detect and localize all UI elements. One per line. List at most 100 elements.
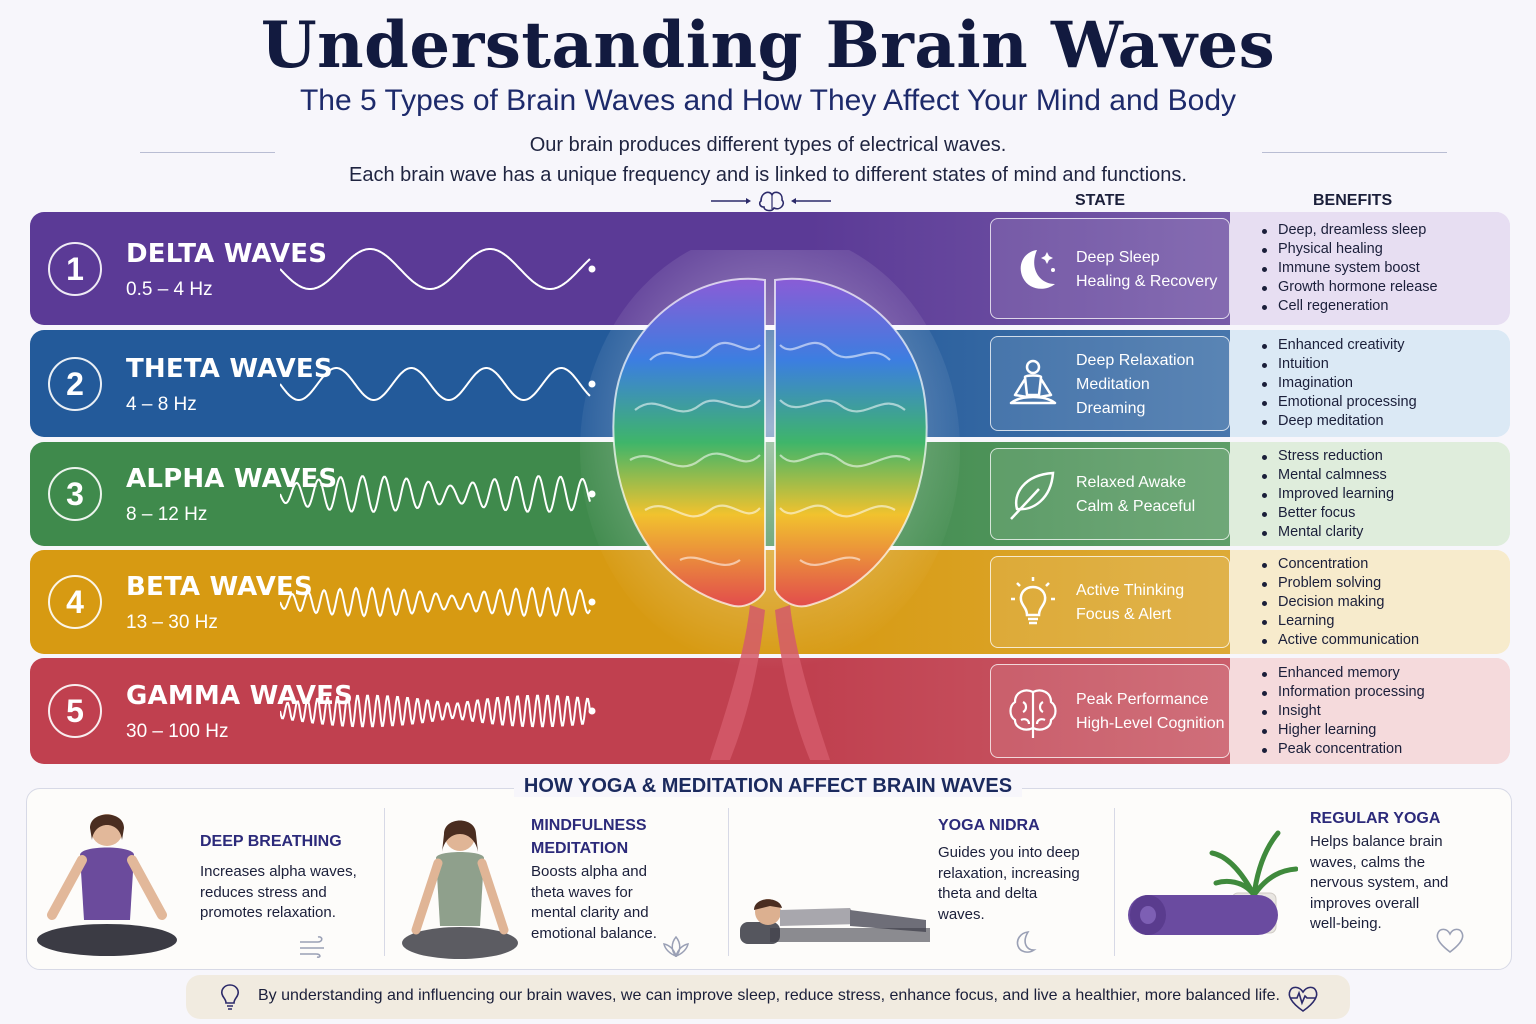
- wave-endpoint-dot: [588, 598, 596, 606]
- wave-frequency: 4 – 8 Hz: [126, 393, 197, 415]
- benefit-item: Deep meditation: [1260, 412, 1510, 431]
- mindfulness-title: MINDFULNESS MEDITATION: [531, 817, 647, 857]
- lotus-icon: [663, 935, 689, 958]
- state-line: Active Thinking: [1076, 582, 1185, 599]
- wave-frequency: 8 – 12 Hz: [126, 504, 208, 525]
- yoga-divider-1: [384, 808, 385, 956]
- benefit-item: Cell regeneration: [1260, 297, 1510, 316]
- benefit-item: Decision making: [1260, 593, 1510, 612]
- footer-banner: By understanding and influencing our bra…: [186, 975, 1350, 1019]
- divider-left: [140, 152, 275, 153]
- benefits-column-header: BENEFITS: [1313, 192, 1393, 209]
- state-line: Deep Relaxation: [1076, 351, 1195, 369]
- moon-icon: [1020, 249, 1055, 289]
- wave-name: BETA WAVES: [126, 572, 313, 602]
- benefit-item: Emotional processing: [1260, 393, 1510, 412]
- wave-path: [280, 694, 591, 728]
- wave-number-badge: 4: [48, 575, 102, 629]
- wave-path: [280, 247, 591, 290]
- regular-yoga-text: Helps balance brain waves, calms the ner…: [1310, 833, 1449, 932]
- state-line: Peak Performance: [1076, 691, 1209, 708]
- wave-line-graphic: [280, 475, 596, 513]
- wave-path: [280, 586, 591, 618]
- wave-name: THETA WAVES: [126, 353, 333, 384]
- wave-name: ALPHA WAVES: [126, 464, 338, 494]
- wave-band-panel: [30, 658, 1230, 764]
- wave-path: [280, 366, 591, 401]
- wave-frequency: 30 – 100 Hz: [126, 721, 229, 742]
- benefit-item: Learning: [1260, 612, 1510, 631]
- benefit-item: Deep, dreamless sleep: [1260, 221, 1510, 240]
- yoga-nidra-text: Guides you into deep relaxation, increas…: [938, 844, 1080, 923]
- state-line: Healing & Recovery: [1076, 272, 1218, 290]
- yoga-nidra-figure-icon: [740, 899, 930, 944]
- brain-ornament-icon: [711, 191, 831, 212]
- wave-number-badge: 5: [48, 684, 102, 738]
- page-title: Understanding Brain Waves: [260, 8, 1276, 83]
- state-line: Meditation: [1076, 375, 1150, 393]
- benefit-item: Active communication: [1260, 631, 1510, 650]
- benefit-item: Mental calmness: [1260, 466, 1510, 485]
- yoga-divider-2: [728, 808, 729, 956]
- benefit-item: Imagination: [1260, 374, 1510, 393]
- deep-breathing-text: Increases alpha waves, reduces stress an…: [200, 863, 357, 921]
- heartbeat-icon: [1288, 986, 1318, 1012]
- footer-text: By understanding and influencing our bra…: [258, 987, 1280, 1004]
- mindfulness-text: Boosts alpha and theta waves for mental …: [531, 863, 657, 942]
- state-line: Calm & Peaceful: [1076, 498, 1196, 515]
- wave-line-graphic: [280, 366, 596, 401]
- state-line: Dreaming: [1076, 399, 1146, 417]
- brain-illustration: [580, 250, 960, 760]
- yoga-section-title: HOW YOGA & MEDITATION AFFECT BRAIN WAVES: [0, 775, 1536, 798]
- wave-endpoint-dot: [588, 265, 596, 272]
- benefit-item: Enhanced creativity: [1260, 336, 1510, 355]
- wave-endpoint-dot: [588, 707, 596, 715]
- wave-line-graphic: [280, 247, 596, 290]
- divider-right: [1262, 152, 1447, 153]
- benefit-item: Problem solving: [1260, 574, 1510, 593]
- deep-breathing-figure-icon: [37, 814, 177, 956]
- state-column-header: STATE: [1075, 192, 1126, 209]
- wave-frequency: 0.5 – 4 Hz: [126, 278, 213, 300]
- heart-icon: [1436, 928, 1464, 954]
- wave-number-badge: 3: [48, 467, 102, 521]
- intro-line-2: Each brain wave has a unique frequency a…: [349, 164, 1187, 186]
- benefit-item: Stress reduction: [1260, 447, 1510, 466]
- deep-breathing-title: DEEP BREATHING: [200, 833, 342, 850]
- wave-line-graphic: [280, 694, 596, 728]
- wind-icon: [300, 936, 324, 958]
- wave-number-badge: 2: [48, 356, 102, 411]
- benefit-item: Growth hormone release: [1260, 278, 1510, 297]
- benefit-item: Mental clarity: [1260, 523, 1510, 542]
- benefit-item: Physical healing: [1260, 240, 1510, 259]
- yoga-mat-plant-icon: [1128, 830, 1298, 935]
- benefit-item: Immune system boost: [1260, 259, 1510, 278]
- intro-text: Our brain produces different types of el…: [0, 130, 1536, 190]
- meditation-icon: [1009, 359, 1057, 404]
- regular-yoga-title: REGULAR YOGA: [1310, 810, 1441, 827]
- moon-small-icon: [1016, 931, 1037, 953]
- wave-frequency: 13 – 30 Hz: [126, 612, 218, 633]
- benefit-item: Intuition: [1260, 355, 1510, 374]
- benefit-item: Improved learning: [1260, 485, 1510, 504]
- brain-icon: [1009, 689, 1057, 738]
- benefit-item: Information processing: [1260, 683, 1510, 702]
- wave-name: DELTA WAVES: [126, 238, 328, 269]
- state-line: High-Level Cognition: [1076, 715, 1225, 732]
